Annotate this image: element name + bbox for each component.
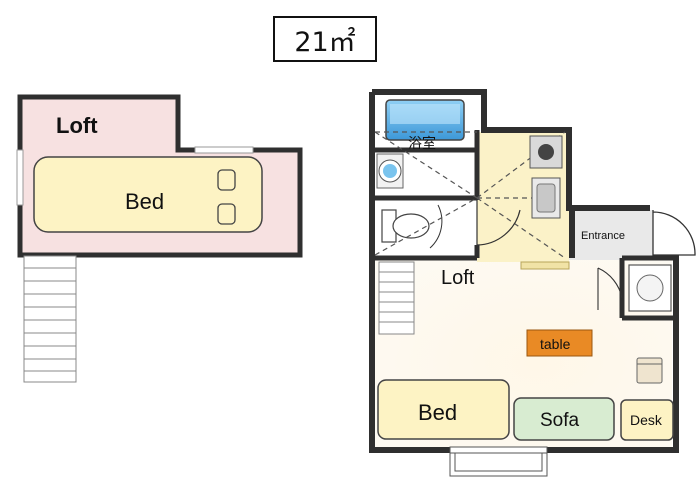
loft-plan: Loft Bed <box>16 94 303 383</box>
chair-icon <box>636 357 663 384</box>
main-ladder <box>378 261 415 335</box>
basin-water <box>383 164 397 178</box>
loft-label: Loft <box>441 267 475 289</box>
loft-window-top <box>194 146 254 154</box>
table <box>526 329 593 357</box>
desk <box>620 399 674 441</box>
sofa <box>513 397 615 441</box>
entrance-door <box>652 210 696 256</box>
closet-door <box>597 267 623 310</box>
area-label: 21㎡ <box>273 16 377 62</box>
table-label: table <box>540 336 571 352</box>
desk-label: Desk <box>630 412 663 428</box>
main-plan: 浴室 Entrance <box>369 89 696 477</box>
ladder <box>23 255 77 383</box>
bed-label: Bed <box>418 400 457 425</box>
toilet-door-arc <box>429 204 443 249</box>
kitchen-door <box>476 200 521 246</box>
bath-label: 浴室 <box>408 135 436 151</box>
toilet-bowl <box>392 213 430 239</box>
bathtub-highlight <box>390 104 460 124</box>
sofa-label: Sofa <box>540 410 580 431</box>
balcony-window <box>449 446 548 477</box>
loft-window-left <box>16 149 24 206</box>
entrance-label: Entrance <box>581 230 625 242</box>
bed <box>377 379 510 440</box>
washer-drum-icon <box>636 274 664 302</box>
kitchen-counter <box>520 261 570 270</box>
entrance-floor <box>569 210 653 260</box>
pillow-icon <box>217 203 236 225</box>
sink-bowl <box>536 183 556 213</box>
loft-bed <box>33 156 263 233</box>
washer <box>628 264 672 312</box>
pillow-icon <box>217 169 236 191</box>
stove-burner-icon <box>538 144 554 160</box>
loft-title: Loft <box>56 113 98 138</box>
loft-bed-label: Bed <box>125 189 164 214</box>
interior-walls <box>372 130 676 321</box>
